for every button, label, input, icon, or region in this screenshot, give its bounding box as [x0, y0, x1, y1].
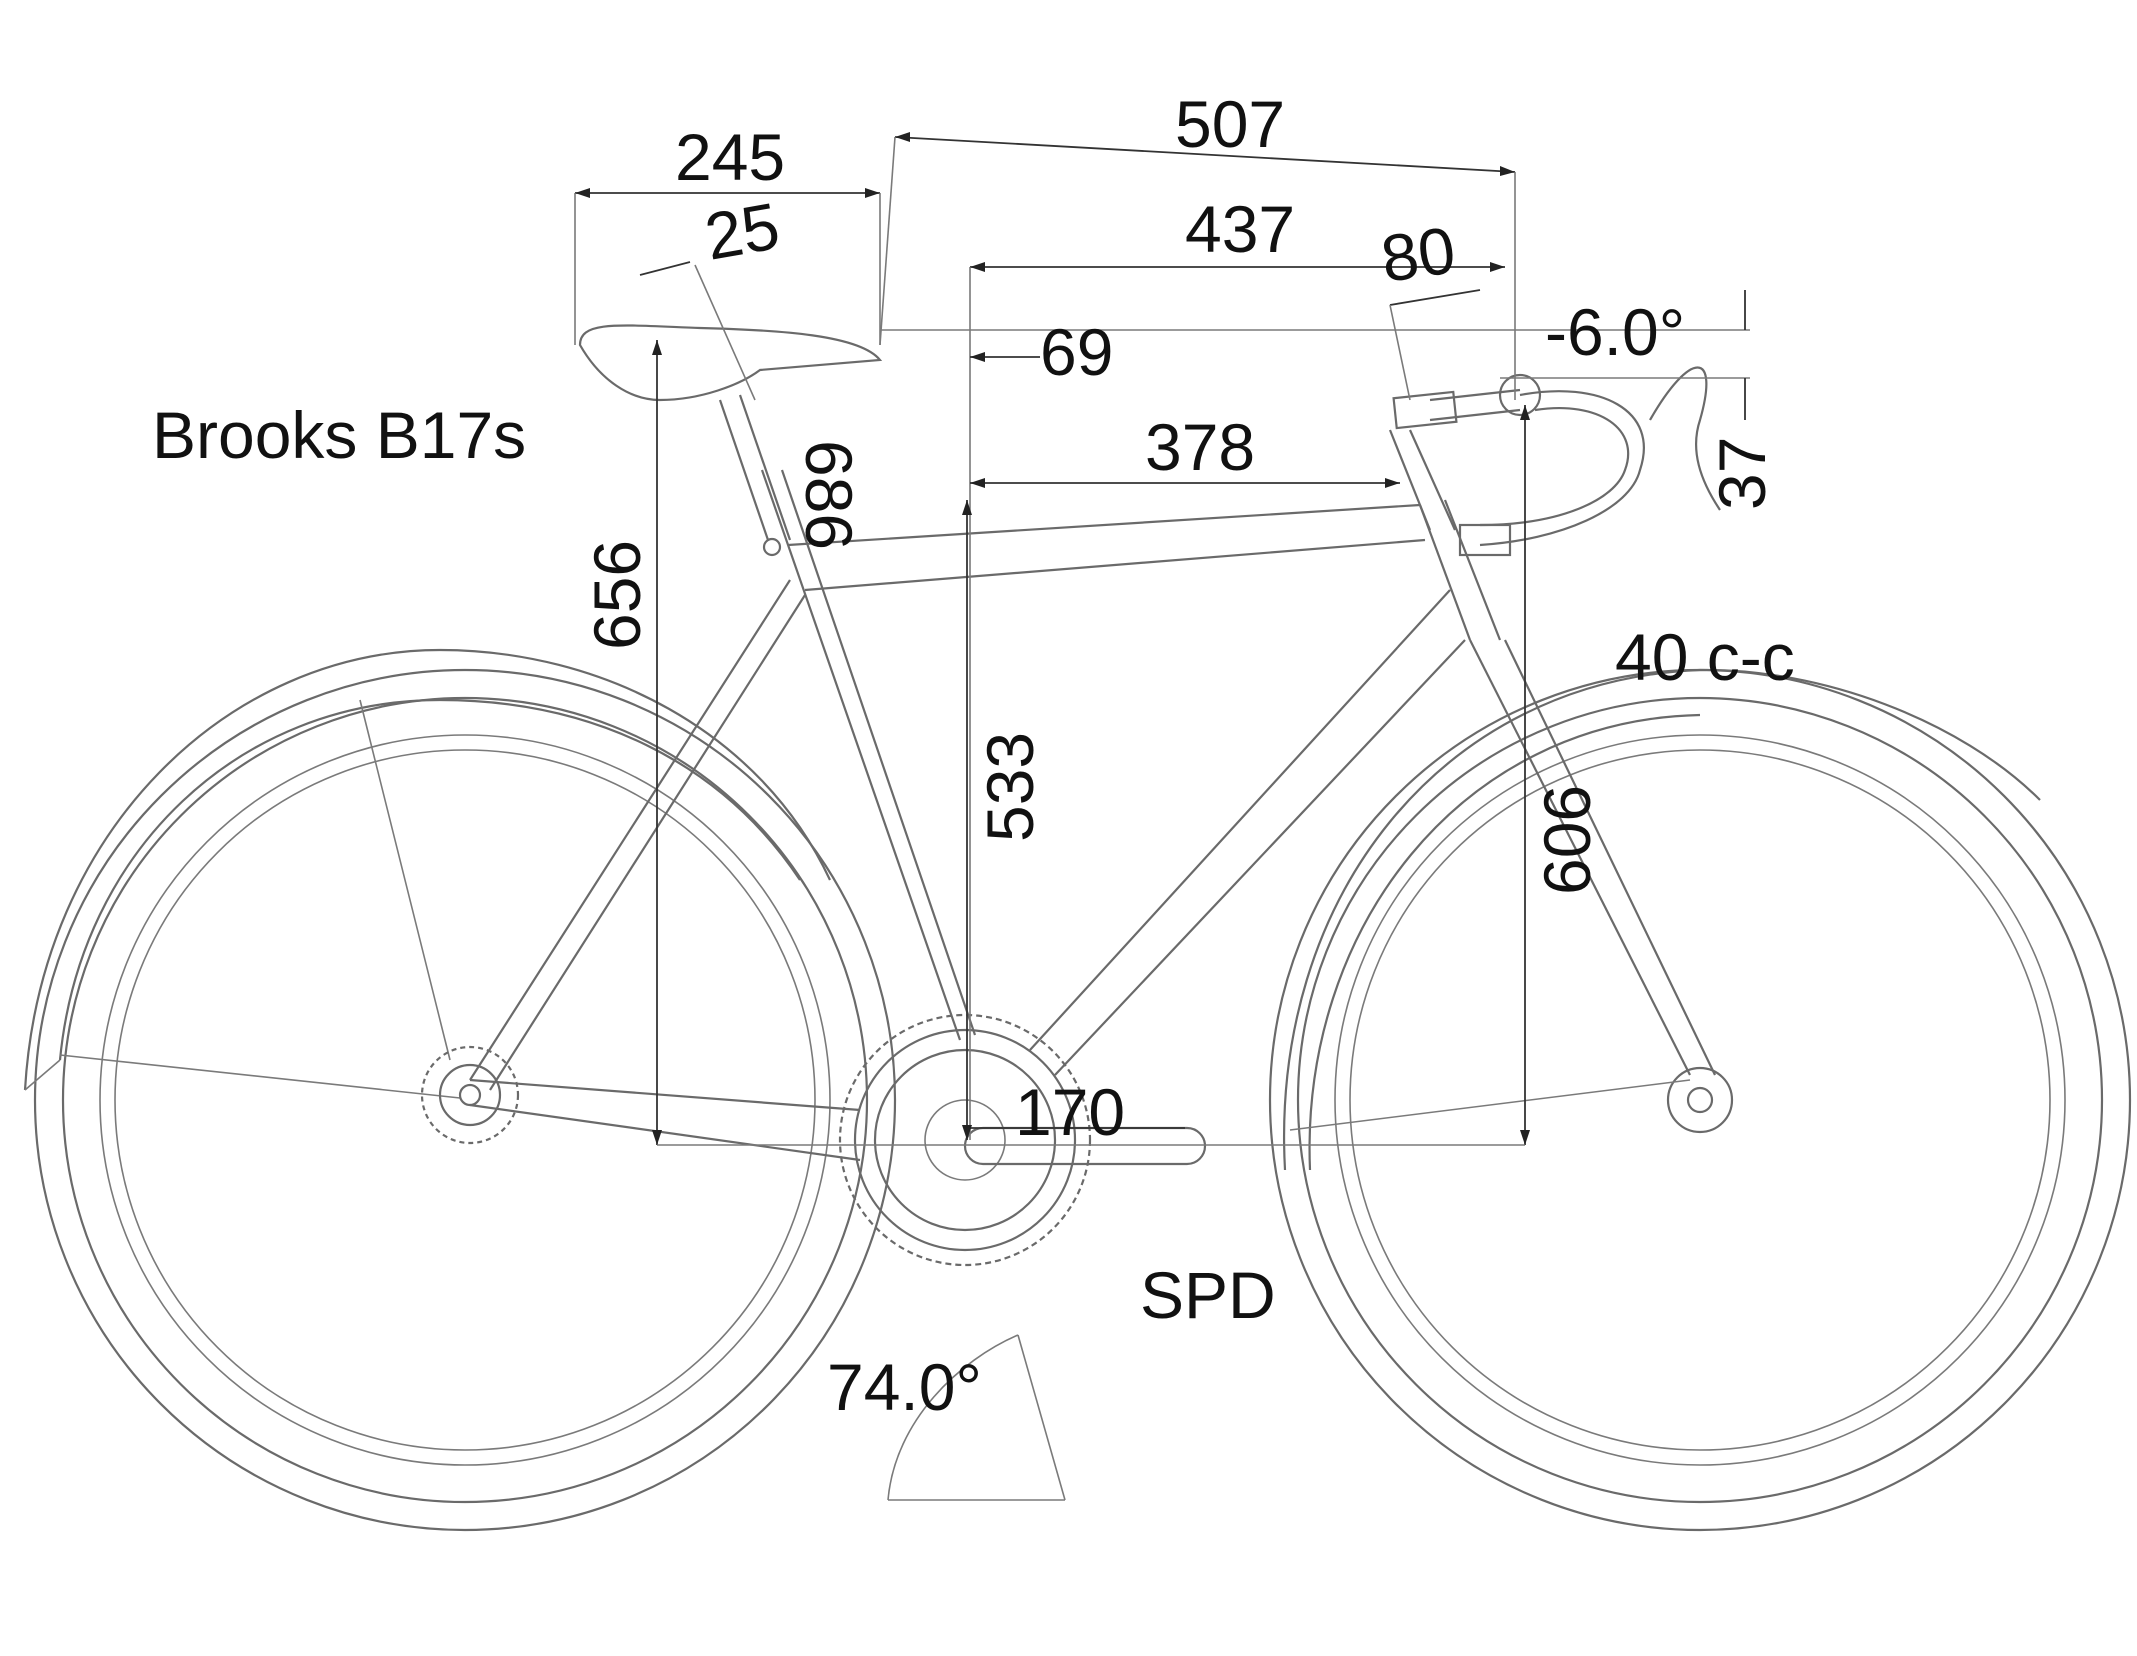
front-fender [1283, 668, 2041, 1171]
dim-69: 69 [1040, 315, 1113, 389]
dim-seat-angle: 74.0° [827, 1350, 982, 1424]
cockpit [1388, 366, 1721, 557]
dim-37: 37 [1705, 437, 1779, 510]
dim-507: 507 [1175, 87, 1285, 161]
dim-80: 80 [1377, 212, 1460, 295]
front-wheel [1268, 668, 2132, 1532]
dim-437: 437 [1185, 192, 1295, 266]
dim-stem-angle: -6.0° [1545, 295, 1685, 369]
dim-606: 606 [1530, 785, 1604, 895]
dim-245: 245 [675, 120, 785, 194]
saddle-shape [578, 324, 883, 402]
drivetrain [420, 1013, 1207, 1267]
dim-25: 25 [700, 188, 785, 274]
dim-533: 533 [973, 732, 1047, 842]
label-tyre: 40 c-c [1615, 620, 1795, 694]
dim-656: 656 [580, 540, 654, 650]
rear-wheel [33, 668, 897, 1532]
dim-378: 378 [1145, 410, 1255, 484]
dim-686: 686 [792, 440, 866, 550]
label-saddle: Brooks B17s [152, 398, 526, 472]
frame [469, 394, 1716, 1162]
label-pedals: SPD [1140, 1258, 1276, 1332]
dim-170: 170 [1015, 1075, 1125, 1149]
rear-fender [23, 648, 831, 1091]
